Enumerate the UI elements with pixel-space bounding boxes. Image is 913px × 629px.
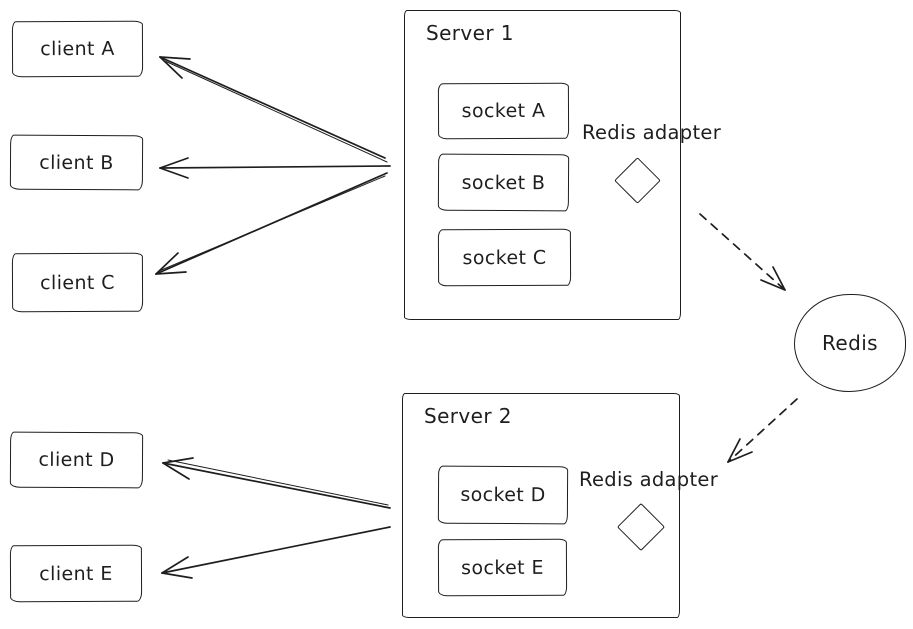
- redis-label: Redis: [822, 331, 878, 355]
- arrow-server2-to-client-d: [162, 457, 391, 509]
- server-2-title: Server 2: [424, 404, 512, 428]
- client-c-label: client C: [40, 271, 115, 294]
- redis-adapter-2-label: Redis adapter: [579, 468, 719, 491]
- socket-d-label: socket D: [460, 483, 546, 507]
- socket-e-box: socket E: [437, 538, 568, 597]
- socket-a-label: socket A: [461, 99, 546, 123]
- dashed-arrow-adapter1-to-redis: [699, 213, 786, 291]
- server-2-box: Server 2 socket D socket E: [402, 393, 680, 618]
- server-1-title: Server 1: [426, 21, 514, 45]
- socket-a-box: socket A: [437, 82, 570, 140]
- client-b-label: client B: [39, 151, 114, 174]
- socket-b-label: socket B: [461, 171, 546, 194]
- client-a-label: client A: [40, 37, 115, 61]
- client-a-box: client A: [11, 20, 144, 78]
- redis-adapter-1-label: Redis adapter: [582, 121, 722, 144]
- socket-e-label: socket E: [461, 556, 544, 579]
- client-e-label: client E: [39, 562, 113, 585]
- client-d-box: client D: [9, 431, 144, 489]
- socket-d-box: socket D: [437, 465, 569, 525]
- client-b-box: client B: [9, 134, 144, 191]
- client-d-label: client D: [38, 448, 115, 472]
- client-e-box: client E: [9, 544, 143, 603]
- arrow-server1-to-client-b: [159, 157, 391, 179]
- redis-circle: Redis: [794, 294, 906, 392]
- dashed-arrow-redis-to-adapter2: [727, 398, 798, 463]
- arrow-server2-to-client-e: [161, 526, 391, 579]
- arrow-server1-to-client-c: [155, 172, 388, 275]
- arrow-server1-to-client-a: [159, 56, 388, 163]
- socket-c-label: socket C: [462, 246, 547, 269]
- client-c-box: client C: [11, 252, 144, 313]
- socket-c-box: socket C: [437, 228, 572, 287]
- socket-b-box: socket B: [437, 153, 570, 212]
